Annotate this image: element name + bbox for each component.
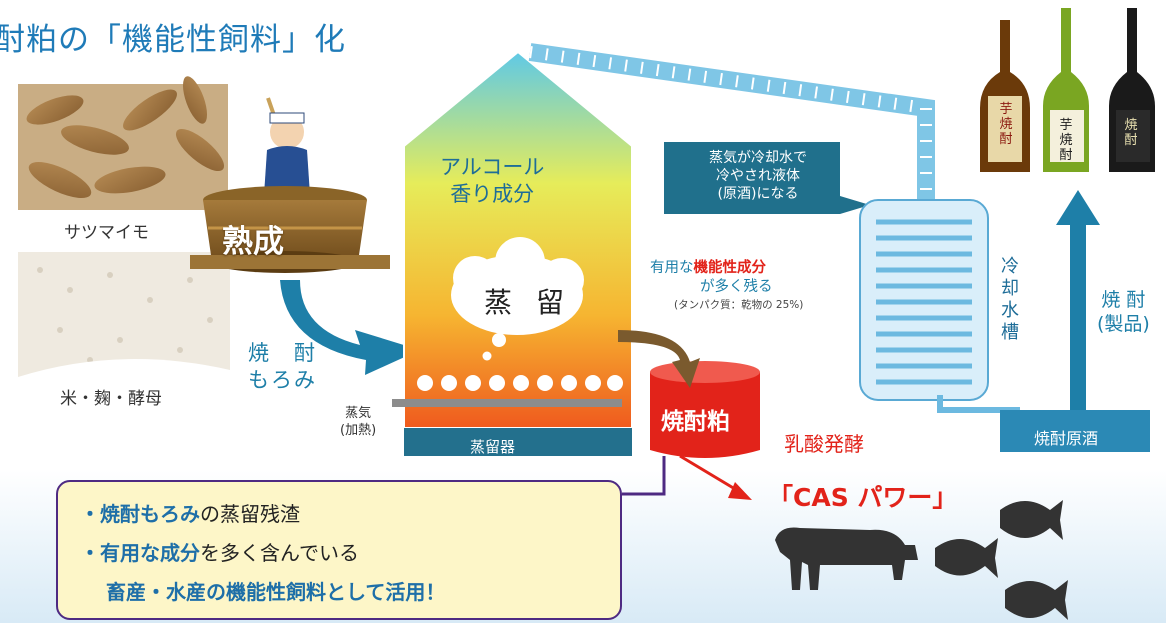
shochu-moromi-label: 焼 酎 もろみ bbox=[248, 341, 317, 392]
summary-line1-rest: の蒸留残渣 bbox=[200, 502, 300, 526]
rice-koji-yeast-label: 米・麹・酵母 bbox=[60, 389, 162, 409]
product-arrow bbox=[1056, 190, 1100, 410]
satsumaimo-photo bbox=[18, 76, 228, 210]
bottle3-label: 焼酎 bbox=[1124, 118, 1138, 148]
shochu-kasu-label: 焼酎粕 bbox=[661, 409, 730, 435]
cow-icon bbox=[775, 527, 918, 590]
steam-callout-box bbox=[664, 142, 870, 214]
summary-line2-rest: を多く含んでいる bbox=[200, 541, 359, 565]
distillation-label: 蒸留 bbox=[484, 286, 589, 319]
vapor-cloud bbox=[451, 237, 584, 361]
summary-line3: 畜産・水産の機能性飼料として活用！ bbox=[106, 580, 446, 604]
summary-line2-bold: ・有用な成分 bbox=[80, 541, 200, 565]
functional-components-text: 機能性成分 bbox=[693, 260, 767, 276]
useful-prefix: 有用な bbox=[650, 260, 694, 276]
summary-callout-box bbox=[56, 480, 622, 620]
rice-koji-photo bbox=[18, 252, 230, 377]
bottles bbox=[980, 8, 1155, 172]
cas-arrow-head bbox=[728, 482, 752, 500]
useful-components-line1: 有用な機能性成分 bbox=[650, 256, 766, 277]
summary-line2: ・有用な成分を多く含んでいる bbox=[80, 537, 359, 566]
alcohol-aroma-label: アルコール 香り成分 bbox=[440, 155, 545, 206]
shochu-product-label: 焼 酎 (製品) bbox=[1097, 289, 1150, 335]
moromi-arrow bbox=[280, 280, 420, 375]
summary-line1: ・焼酎もろみの蒸留残渣 bbox=[80, 498, 300, 527]
vapor-pipe bbox=[528, 43, 935, 200]
page-title: 酎粕の「機能性飼料」化 bbox=[0, 22, 346, 58]
still-label: 蒸留器 bbox=[470, 438, 516, 456]
steam-bubbles bbox=[417, 375, 623, 391]
callout-connector bbox=[622, 456, 666, 496]
useful-components-line2: が多く残る bbox=[700, 279, 773, 295]
genshu-tank bbox=[1000, 410, 1150, 452]
fish-icons bbox=[935, 500, 1068, 620]
still bbox=[392, 50, 633, 456]
cooling-tank bbox=[859, 199, 1020, 413]
aging-label: 熟成 bbox=[222, 224, 284, 260]
steam-heating-label: 蒸気 (加熱) bbox=[340, 406, 377, 438]
summary-line1-bold: ・焼酎もろみ bbox=[80, 502, 200, 526]
steam-pipe bbox=[392, 399, 622, 407]
bottle1-label: 芋焼酎 bbox=[999, 102, 1013, 147]
bottle2-label: 芋焼酎 bbox=[1059, 118, 1073, 163]
fermentation-tub bbox=[190, 186, 390, 273]
lactic-fermentation-label: 乳酸発酵 bbox=[784, 432, 864, 456]
kasu-arrow bbox=[618, 330, 700, 388]
still-base bbox=[404, 428, 632, 456]
satsumaimo-label: サツマイモ bbox=[64, 223, 149, 243]
cas-arrow-line bbox=[679, 454, 741, 494]
protein-note: (タンパク質：乾物の 25%) bbox=[674, 299, 804, 311]
cooling-tank-label: 冷却水槽 bbox=[1001, 256, 1019, 343]
worker-figure bbox=[264, 97, 310, 206]
shochu-genshu-label: 焼酎原酒 bbox=[1034, 429, 1099, 448]
steam-callout-text: 蒸気が冷却水で 冷やされ液体 (原酒)になる bbox=[709, 150, 807, 202]
cas-power-label: 「CAS パワー」 bbox=[768, 483, 958, 512]
